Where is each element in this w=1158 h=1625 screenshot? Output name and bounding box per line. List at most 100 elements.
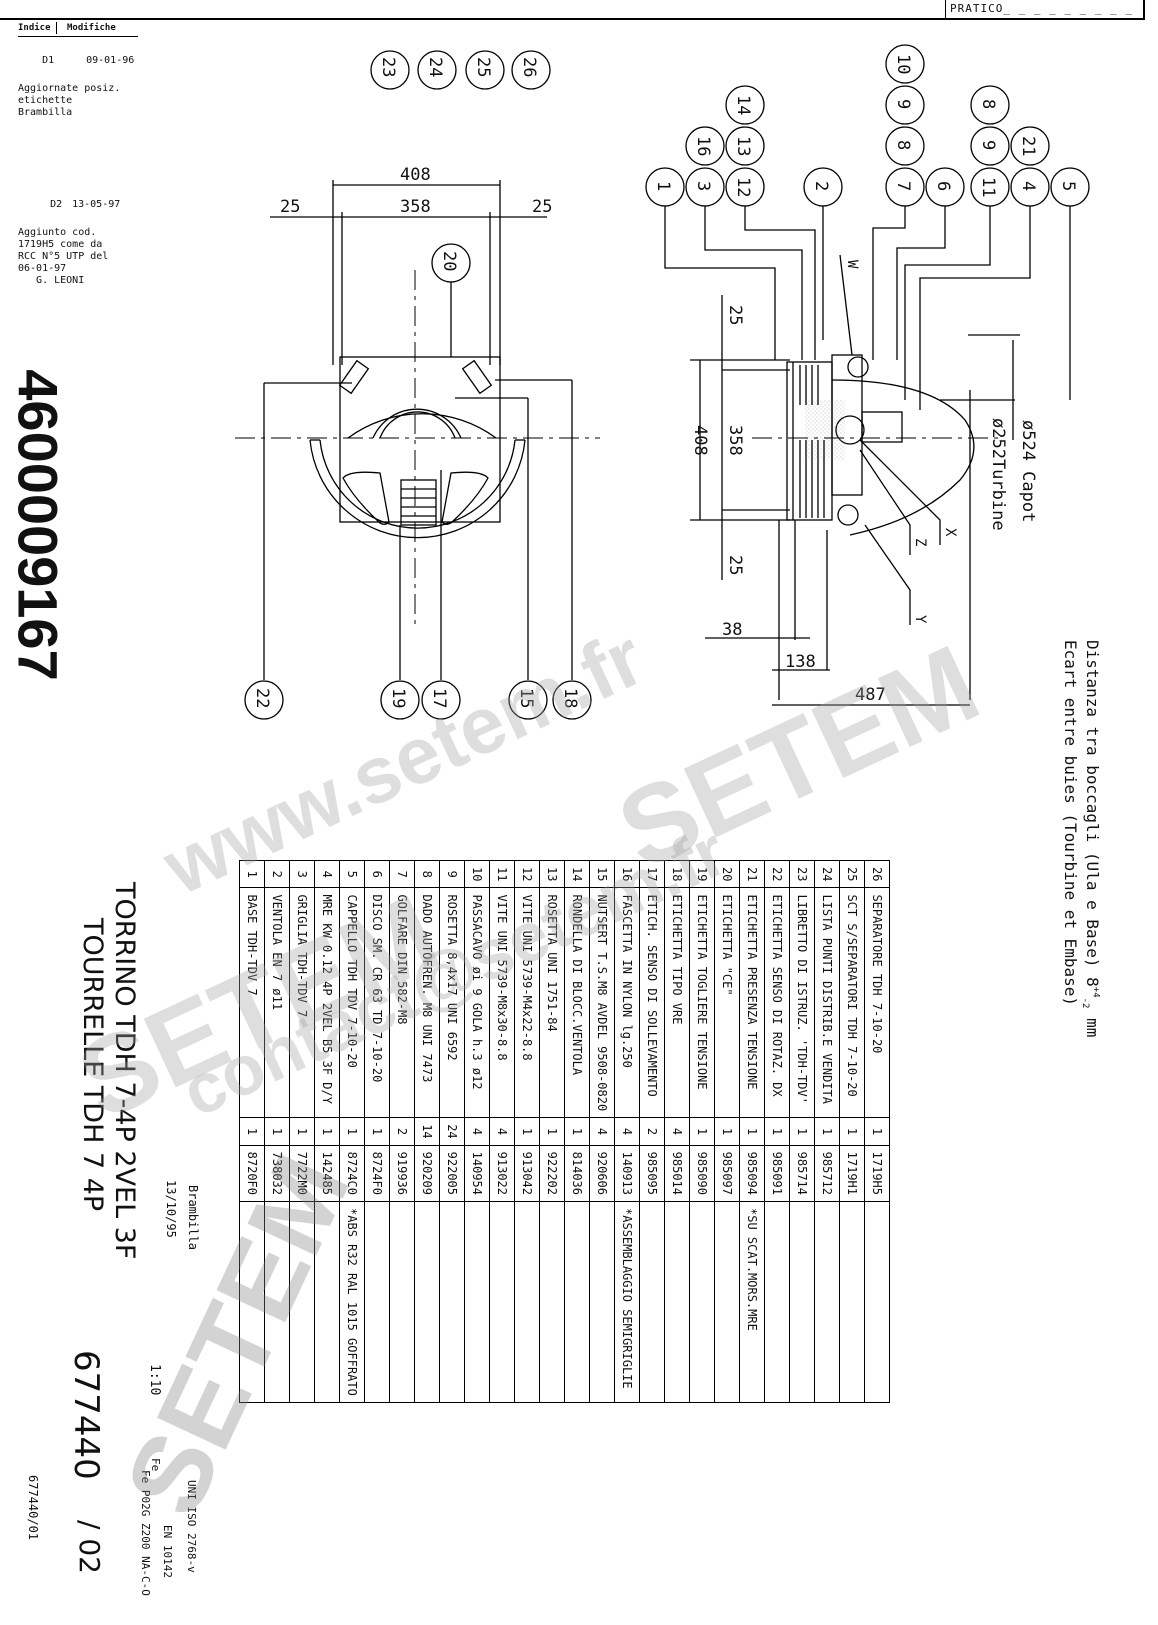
balloon-5: 5 [1058,181,1078,192]
part-note [714,1201,740,1403]
part-note [864,1201,890,1403]
balloon-21: 21 [1018,136,1038,157]
part-quantity: 1 [864,1117,890,1146]
part-description: MRE KW 0.12 4P 2VEL B5 3F D/Y [314,887,340,1118]
part-code: 8724C0 [339,1145,365,1202]
revision-header: Indice Modifiche [18,22,138,37]
balloon-12: 12 [733,177,753,198]
note-line2: Ecart entre buies (Tourbine et Embase) [1061,640,1080,1007]
part-code: 1719H5 [864,1145,890,1202]
part-note [314,1201,340,1403]
standard-uni: UNI ISO 2768-v [185,1480,198,1573]
part-code: 985714 [789,1145,815,1202]
pratico-field: PRATICO_ _ _ _ _ _ _ _ _ [950,2,1133,15]
part-code: 985094 [739,1145,765,1202]
part-position: 14 [564,860,590,888]
title-italian: TORRINO TDH 7-4P 2VEL 3F [109,882,140,1260]
part-position: 25 [839,860,865,888]
note-tol-sup: +4 [1090,986,1101,998]
dim-top-margin: 25 [725,305,745,326]
balloon-1: 1 [653,181,673,192]
part-description: NUTSERT T.S.M8 AVDEL 9508-0820 [589,887,615,1118]
label-y: Y [912,615,928,624]
part-position: 9 [439,860,465,888]
part-note [289,1201,315,1403]
part-description: ROSETTA UNI 1751-84 [539,887,565,1118]
label-w: W [844,260,860,269]
part-quantity: 1 [289,1117,315,1146]
part-description: CAPPELLO TDH TDV 7-10-20 [339,887,365,1118]
note-distance: Distanza tra boccagli (Ula e Base) 8+4-2… [1080,640,1102,1037]
part-note [464,1201,490,1403]
part-quantity: 1 [539,1117,565,1146]
part-note [439,1201,465,1403]
part-position: 2 [264,860,290,888]
part-code: 919936 [389,1145,415,1202]
part-quantity: 2 [639,1117,665,1146]
balloon-16: 16 [693,136,713,157]
part-code: 985712 [814,1145,840,1202]
part-description: ETICHETTA SENSO DI ROTAZ. DX [764,887,790,1118]
dim-right-margin: 25 [532,197,553,217]
part-description: DADO AUTOFREN. M8 UNI 7473 [414,887,440,1118]
part-code: 985090 [689,1145,715,1202]
revision-number: / 02 [73,1520,106,1574]
dim-offset-138: 138 [785,652,816,672]
part-quantity: 2 [389,1117,415,1146]
balloon-22: 22 [252,688,272,709]
part-position: 10 [464,860,490,888]
dim-inner-width: 358 [400,197,431,217]
part-code: 913042 [514,1145,540,1202]
balloon-7: 7 [893,181,913,192]
part-quantity: 1 [714,1117,740,1146]
frame-right-border [1143,0,1145,20]
part-position: 21 [739,860,765,888]
part-code: 8720F0 [239,1145,265,1202]
balloon-11: 11 [978,177,998,198]
balloon-8b: 8 [978,99,998,110]
part-code: 913022 [489,1145,515,1202]
part-position: 4 [314,860,340,888]
part-quantity: 24 [439,1117,465,1146]
part-description: FASCETTA IN NYLON lg.250 [614,887,640,1118]
balloon-17: 17 [429,688,449,709]
part-code: 738032 [264,1145,290,1202]
balloon-25: 25 [473,57,493,78]
part-position: 1 [239,860,265,888]
part-quantity: 1 [314,1117,340,1146]
balloon-26: 26 [519,57,539,78]
revision-col-index: Indice [18,22,57,34]
balloon-6: 6 [933,181,953,192]
part-quantity: 1 [764,1117,790,1146]
part-quantity: 1 [239,1117,265,1146]
part-note [839,1201,865,1403]
part-description: BASE TDH-TDV 7 [239,887,265,1118]
dim-capot-diameter: ø524 Capot [1018,420,1038,523]
part-quantity: 4 [464,1117,490,1146]
part-code: 985091 [764,1145,790,1202]
balloon-24: 24 [425,57,445,78]
note-line1: Distanza tra boccagli (Ula e Base) 8 [1083,640,1102,987]
part-code: 8724F0 [364,1145,390,1202]
part-code: 985095 [639,1145,665,1202]
dim-offset-38: 38 [722,620,743,640]
part-code: 814036 [564,1145,590,1202]
balloon-9b: 9 [978,140,998,151]
part-description: GRIGLIA TDH-TDV 7 [289,887,315,1118]
part-code: 920209 [414,1145,440,1202]
part-position: 19 [689,860,715,888]
note-tol-sub: -2 [1079,997,1090,1009]
